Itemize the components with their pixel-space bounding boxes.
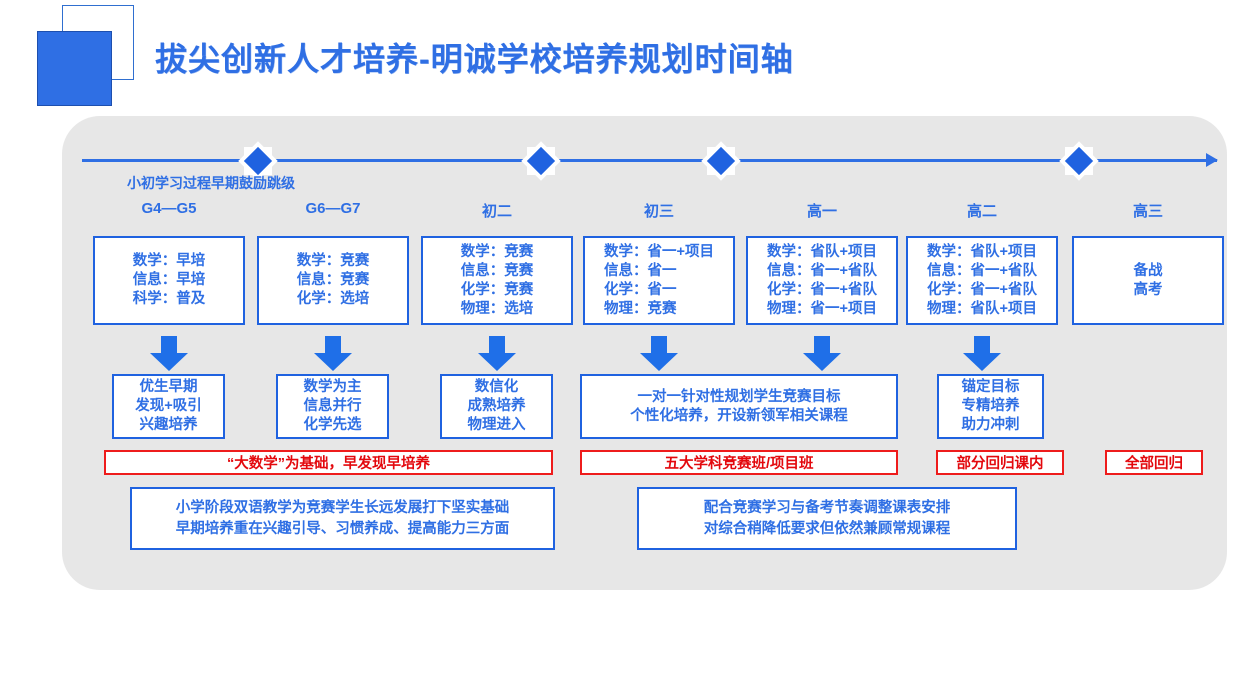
subject-line: 化学：竞赛 <box>460 281 534 298</box>
subject-box-gaosan[interactable]: 备战 高考 <box>1072 236 1224 325</box>
strategy-line: 信息并行 <box>303 398 362 414</box>
summary-line: 早期培养重在兴趣引导、习惯养成、提高能力三方面 <box>175 520 510 537</box>
red-banner-label: “大数学”为基础，早发现早培养 <box>227 456 430 472</box>
summary-line: 小学阶段双语教学为竞赛学生长远发展打下坚实基础 <box>175 499 510 516</box>
strategy-line: 锚定目标 <box>961 379 1020 395</box>
subject-line: 数学：省队+项目 <box>927 243 1037 260</box>
subject-line: 高考 <box>1133 281 1163 298</box>
red-banner-label: 部分回归课内 <box>956 456 1044 472</box>
strategy-line: 成熟培养 <box>467 398 526 414</box>
red-banner-partial-return[interactable]: 部分回归课内 <box>936 450 1064 475</box>
stage-label-gaoer: 高二 <box>966 203 997 220</box>
subject-line: 备战 <box>1133 262 1163 279</box>
subject-line: 信息：竞赛 <box>296 272 370 288</box>
down-arrow-icon-6 <box>963 336 1001 371</box>
timeline-note: 小初学习过程早期鼓励跳级 <box>127 175 295 191</box>
subject-line: 化学：省一+省队 <box>927 281 1037 298</box>
strategy-line: 优生早期 <box>139 379 198 395</box>
down-arrow-icon-4 <box>640 336 678 371</box>
subject-box-chusan[interactable]: 数学：省一+项目 信息：省一 化学：省一 物理：竞赛 <box>583 236 735 325</box>
subject-box-gaoyi[interactable]: 数学：省队+项目 信息：省一+省队 化学：省一+省队 物理：省一+项目 <box>746 236 898 325</box>
strategy-line: 专精培养 <box>961 398 1020 414</box>
stage-label-gaoyi: 高一 <box>806 203 837 220</box>
subject-line: 信息：早培 <box>132 272 206 288</box>
strategy-line: 助力冲刺 <box>961 417 1020 433</box>
subject-box-g4-g5[interactable]: 数学：早培 信息：早培 科学：普及 <box>93 236 245 325</box>
stage-label-g4-g5: G4—G5 <box>141 200 197 217</box>
strategy-line: 数学为主 <box>303 379 362 395</box>
page-title: 拔尖创新人才培养-明诚学校培养规划时间轴 <box>155 41 794 77</box>
strategy-box-early-talent[interactable]: 优生早期 发现+吸引 兴趣培养 <box>112 374 225 439</box>
subject-line: 信息：省一+省队 <box>767 262 877 279</box>
timeline-axis <box>82 159 1217 162</box>
subject-line: 化学：选培 <box>296 291 370 307</box>
subject-line: 信息：省一 <box>604 262 677 279</box>
down-arrow-icon-5 <box>803 336 841 371</box>
subject-line: 科学：普及 <box>132 291 206 307</box>
red-banner-full-return[interactable]: 全部回归 <box>1105 450 1203 475</box>
subject-line: 信息：竞赛 <box>460 262 534 279</box>
red-banner-label: 五大学科竞赛班/项目班 <box>664 456 814 472</box>
down-arrow-icon-3 <box>478 336 516 371</box>
timeline-arrow-head-icon <box>1206 153 1218 167</box>
subject-line: 数学：早培 <box>132 253 206 269</box>
logo-solid-square <box>37 31 112 106</box>
stage-label-chusan: 初三 <box>643 203 674 220</box>
subject-line: 数学：省一+项目 <box>604 243 714 260</box>
strategy-line: 个性化培养，开设新领军相关课程 <box>630 407 848 424</box>
stage-label-g6-g7: G6—G7 <box>305 200 361 217</box>
summary-box-competition-rhythm[interactable]: 配合竞赛学习与备考节奏调整课表安排 对综合稍降低要求但依然兼顾常规课程 <box>637 487 1017 550</box>
subject-line: 物理：竞赛 <box>604 300 677 317</box>
subject-line: 物理：省一+项目 <box>767 300 877 317</box>
summary-box-primary-stage[interactable]: 小学阶段双语教学为竞赛学生长远发展打下坚实基础 早期培养重在兴趣引导、习惯养成、… <box>130 487 555 550</box>
summary-line: 配合竞赛学习与备考节奏调整课表安排 <box>703 499 951 516</box>
strategy-line: 物理进入 <box>467 417 526 433</box>
timeline-node-4 <box>1059 141 1099 181</box>
strategy-line: 发现+吸引 <box>135 398 202 414</box>
subject-line: 数学：竞赛 <box>460 243 534 260</box>
timeline-node-3 <box>701 141 741 181</box>
strategy-line: 兴趣培养 <box>139 417 198 433</box>
strategy-box-anchor-goal[interactable]: 锚定目标 专精培养 助力冲刺 <box>937 374 1044 439</box>
summary-line: 对综合稍降低要求但依然兼顾常规课程 <box>703 520 951 537</box>
subject-line: 化学：省一 <box>604 281 677 298</box>
red-banner-label: 全部回归 <box>1125 456 1183 472</box>
subject-box-gaoer[interactable]: 数学：省队+项目 信息：省一+省队 化学：省一+省队 物理：省队+项目 <box>906 236 1058 325</box>
subject-box-g6-g7[interactable]: 数学：竞赛 信息：竞赛 化学：选培 <box>257 236 409 325</box>
strategy-box-math-first[interactable]: 数学为主 信息并行 化学先选 <box>276 374 389 439</box>
timeline-node-1 <box>238 141 278 181</box>
stage-label-gaosan: 高三 <box>1132 203 1163 220</box>
subject-line: 数学：竞赛 <box>296 253 370 269</box>
subject-line: 物理：选培 <box>460 300 534 317</box>
red-banner-five-subjects[interactable]: 五大学科竞赛班/项目班 <box>580 450 898 475</box>
subject-line: 化学：省一+省队 <box>767 281 877 298</box>
strategy-line: 数信化 <box>474 379 519 395</box>
subject-line: 物理：省队+项目 <box>927 300 1037 317</box>
stage-label-chuer: 初二 <box>481 203 512 220</box>
down-arrow-icon-1 <box>150 336 188 371</box>
subject-line: 数学：省队+项目 <box>767 243 877 260</box>
strategy-line: 化学先选 <box>303 417 362 433</box>
subject-box-chuer[interactable]: 数学：竞赛 信息：竞赛 化学：竞赛 物理：选培 <box>421 236 573 325</box>
down-arrow-icon-2 <box>314 336 352 371</box>
subject-line: 信息：省一+省队 <box>927 262 1037 279</box>
timeline-node-2 <box>521 141 561 181</box>
strategy-line: 一对一针对性规划学生竞赛目标 <box>637 388 841 405</box>
strategy-box-mature[interactable]: 数信化 成熟培养 物理进入 <box>440 374 553 439</box>
red-banner-big-math[interactable]: “大数学”为基础，早发现早培养 <box>104 450 553 475</box>
strategy-box-one-on-one[interactable]: 一对一针对性规划学生竞赛目标 个性化培养，开设新领军相关课程 <box>580 374 898 439</box>
